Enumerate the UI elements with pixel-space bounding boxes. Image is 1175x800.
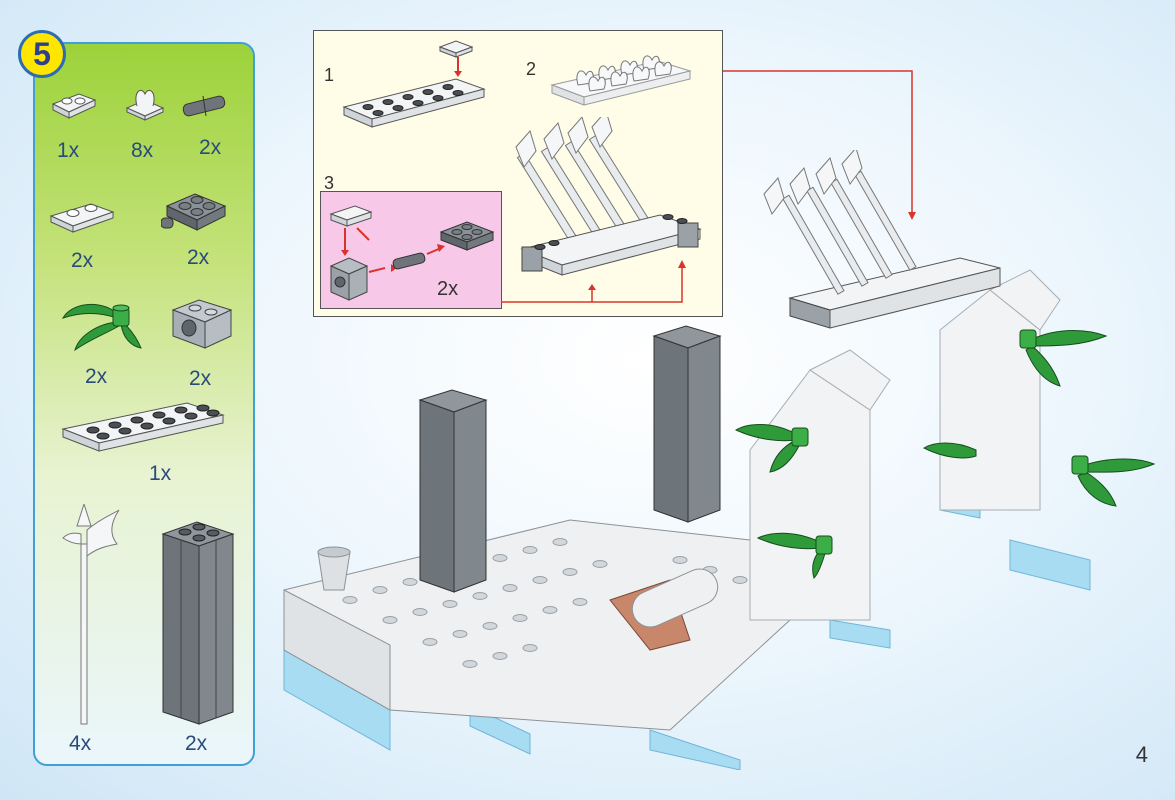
pillar-2x2-icon <box>161 521 235 725</box>
substep-number: 3 <box>324 173 335 193</box>
plate-1x2-icon <box>51 93 97 119</box>
clip-plate-icon <box>125 90 165 121</box>
sub-assembly-box: 1 2 3 <box>313 30 723 317</box>
parts-list-panel: 1x 8x 2x 2x <box>33 42 255 766</box>
substep-2-result-diagram <box>515 117 702 276</box>
qty-label: 2x <box>71 249 94 272</box>
qty-label: 2x <box>185 732 208 755</box>
brick-with-hole-icon <box>171 299 233 349</box>
plate-1x2-icon <box>49 203 115 233</box>
connector-pin-icon <box>182 95 226 117</box>
inner-qty-label: 2x <box>437 278 459 300</box>
qty-label: 1x <box>57 139 80 162</box>
qty-label: 8x <box>131 139 154 162</box>
qty-label: 2x <box>85 365 108 388</box>
plate-1x6-icon <box>61 402 225 452</box>
qty-label: 1x <box>149 462 172 485</box>
substep-1-diagram <box>342 40 486 128</box>
page-number: 4 <box>1135 742 1148 767</box>
substep-3-diagram <box>329 205 495 301</box>
substep-2-diagram <box>550 55 692 106</box>
substep-number: 2 <box>526 59 537 79</box>
substep-3-panel: 2x <box>320 191 502 309</box>
qty-label: 2x <box>199 136 222 159</box>
step-number-badge: 5 <box>18 30 66 78</box>
qty-label: 2x <box>189 367 212 390</box>
main-model-illustration <box>283 150 1156 770</box>
substep-number: 1 <box>324 65 335 85</box>
qty-label: 4x <box>69 732 92 755</box>
plate-2x2-dark-icon <box>161 193 227 231</box>
palm-leaf-icon <box>61 303 142 352</box>
qty-label: 2x <box>187 246 210 269</box>
halberd-icon <box>62 504 120 725</box>
